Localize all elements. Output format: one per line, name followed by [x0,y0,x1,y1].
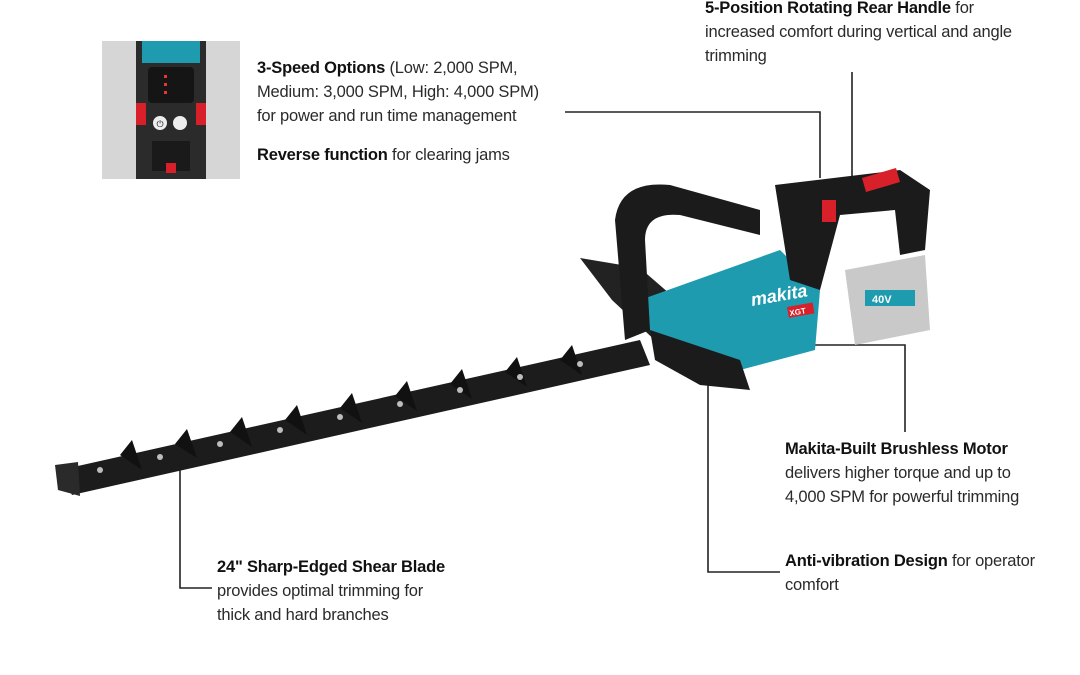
xgt-badge: XGT [789,306,807,318]
lower-housing [650,330,750,390]
callout-anti-vibration: Anti-vibration Design for operator comfo… [785,549,1065,597]
rear-handle-detail: for increased comfort during vertical an… [705,0,1012,65]
motor-title: Makita-Built Brushless Motor [785,440,1008,458]
battery-label: 40V [872,294,892,306]
blade-detail: provides optimal trimming for thick and … [217,582,424,624]
blade-rivets [97,361,583,473]
callout-brushless-motor: Makita-Built Brushless Motor delivers hi… [785,437,1065,509]
callout-reverse-function: Reverse function for clearing jams [257,143,510,167]
blade-title: 24" Sharp-Edged Shear Blade [217,558,445,576]
callout-speed-options: 3-Speed Options (Low: 2,000 SPM, Medium:… [257,56,577,128]
vibration-title: Anti-vibration Design [785,552,948,570]
reverse-title: Reverse function [257,146,388,164]
trigger-switch [862,168,900,192]
callout-rear-handle: 5-Position Rotating Rear Handle for incr… [705,0,1045,68]
callout-shear-blade: 24" Sharp-Edged Shear Blade provides opt… [217,555,517,627]
vibration-detail: for operator comfort [785,552,1035,594]
control-panel-inset: ⏻ [102,41,240,179]
motor-detail: delivers higher torque and up to 4,000 S… [785,464,1020,506]
speed-leader-line [565,111,821,178]
blade-tip [55,462,80,496]
blade-teeth [120,345,582,470]
speed-line2: for power and run time management [257,107,517,125]
rear-handle [775,170,930,290]
speed-title: 3-Speed Options [257,59,386,77]
rear-handle-title: 5-Position Rotating Rear Handle [705,0,951,17]
motor-housing [640,250,820,370]
lock-off-lever [822,200,836,222]
blade-leader-line [179,470,212,589]
speed-detail: (Low: 2,000 SPM, Medium: 3,000 SPM, High… [257,59,539,101]
front-loop-handle [615,184,760,340]
vibration-leader-line [707,380,780,573]
reverse-detail: for clearing jams [387,146,510,164]
svg-text:⏻: ⏻ [156,119,163,129]
motor-leader-line [812,344,906,432]
